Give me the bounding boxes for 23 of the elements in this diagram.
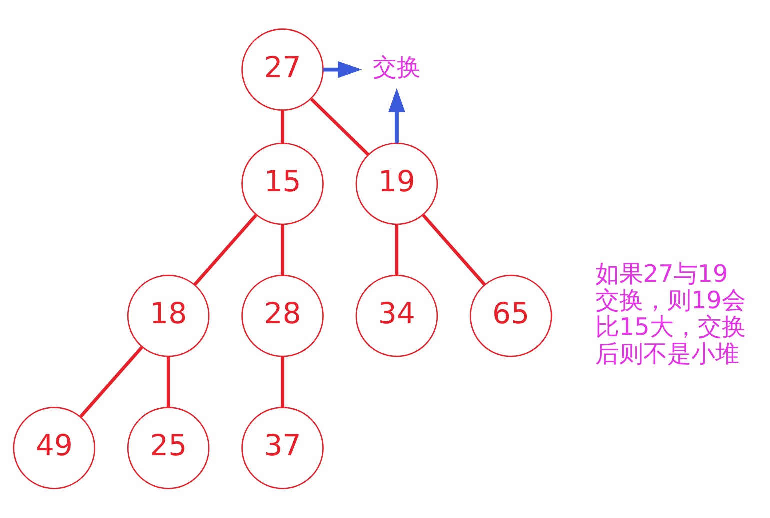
- node-circle: 28: [242, 274, 324, 358]
- node-circle: 49: [13, 407, 96, 490]
- connector: [281, 110, 284, 144]
- connector: [395, 224, 399, 276]
- connector: [80, 346, 144, 418]
- node-circle: 18: [127, 274, 210, 358]
- connector: [422, 214, 486, 286]
- node-circle: 19: [356, 142, 438, 226]
- node-circle: 25: [127, 407, 210, 490]
- node-circle: 34: [356, 274, 438, 358]
- connector: [166, 356, 170, 408]
- arrow: [323, 61, 362, 78]
- label: 如果27与19交换，则19会比15大，交换后则不是小堆: [595, 260, 746, 368]
- connector: [194, 214, 258, 286]
- connector: [310, 98, 370, 156]
- node-circle: 37: [242, 407, 324, 490]
- arrow: [388, 88, 406, 144]
- node-circle: 65: [470, 274, 552, 358]
- node-circle: 15: [242, 142, 324, 226]
- node-text: 交换: [372, 54, 421, 82]
- node-circle: 27: [242, 28, 324, 111]
- connector: [281, 356, 284, 408]
- connector: [281, 224, 284, 276]
